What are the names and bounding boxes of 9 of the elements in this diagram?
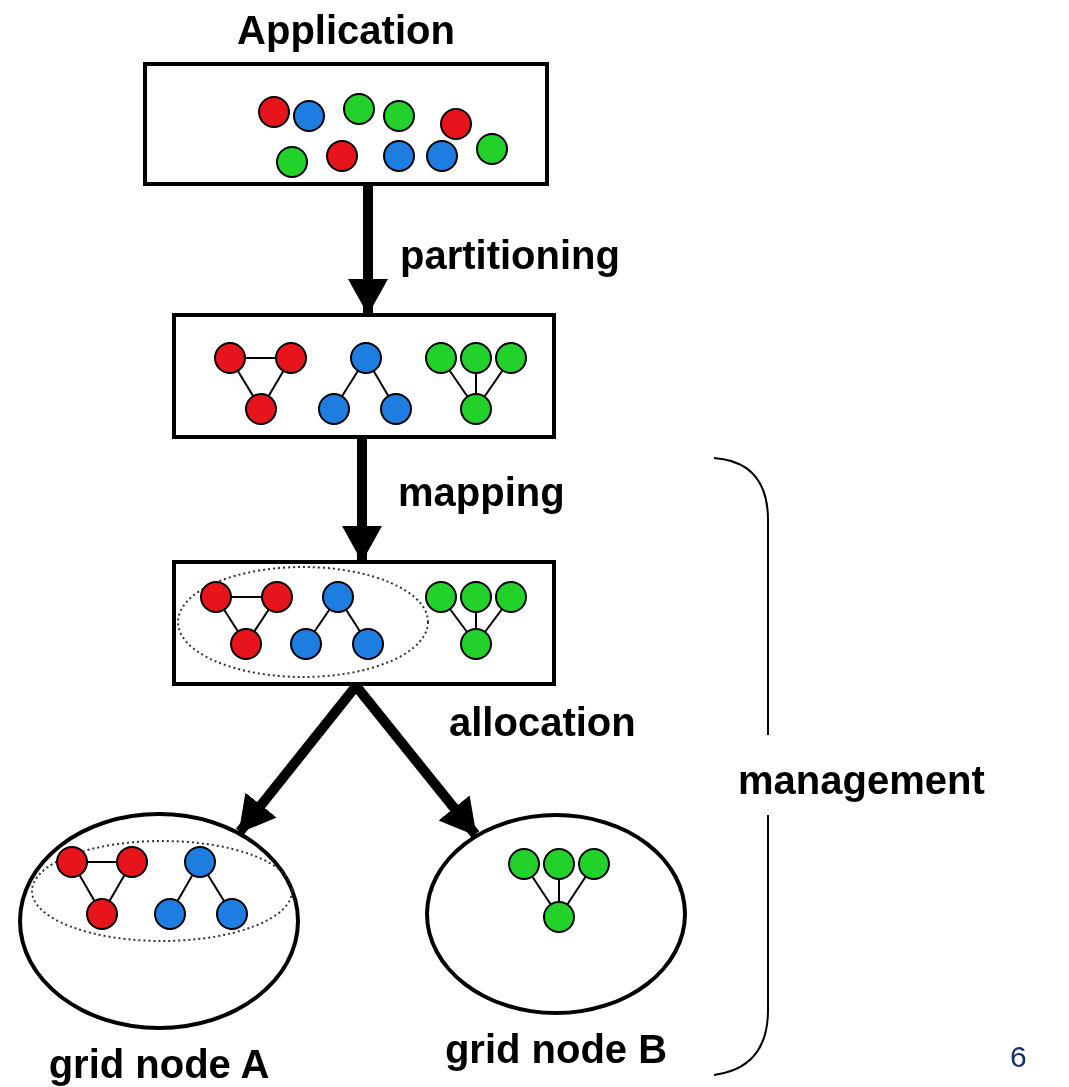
bracket-label: management — [738, 758, 985, 803]
node-box — [172, 313, 556, 439]
arrow — [348, 186, 388, 315]
node-box — [172, 560, 556, 686]
node-title: Application — [237, 8, 455, 53]
page-number: 6 — [1010, 1040, 1027, 1074]
node-title: grid node A — [48, 1042, 270, 1087]
node-title: grid node B — [444, 1027, 668, 1072]
arrow — [342, 439, 382, 562]
